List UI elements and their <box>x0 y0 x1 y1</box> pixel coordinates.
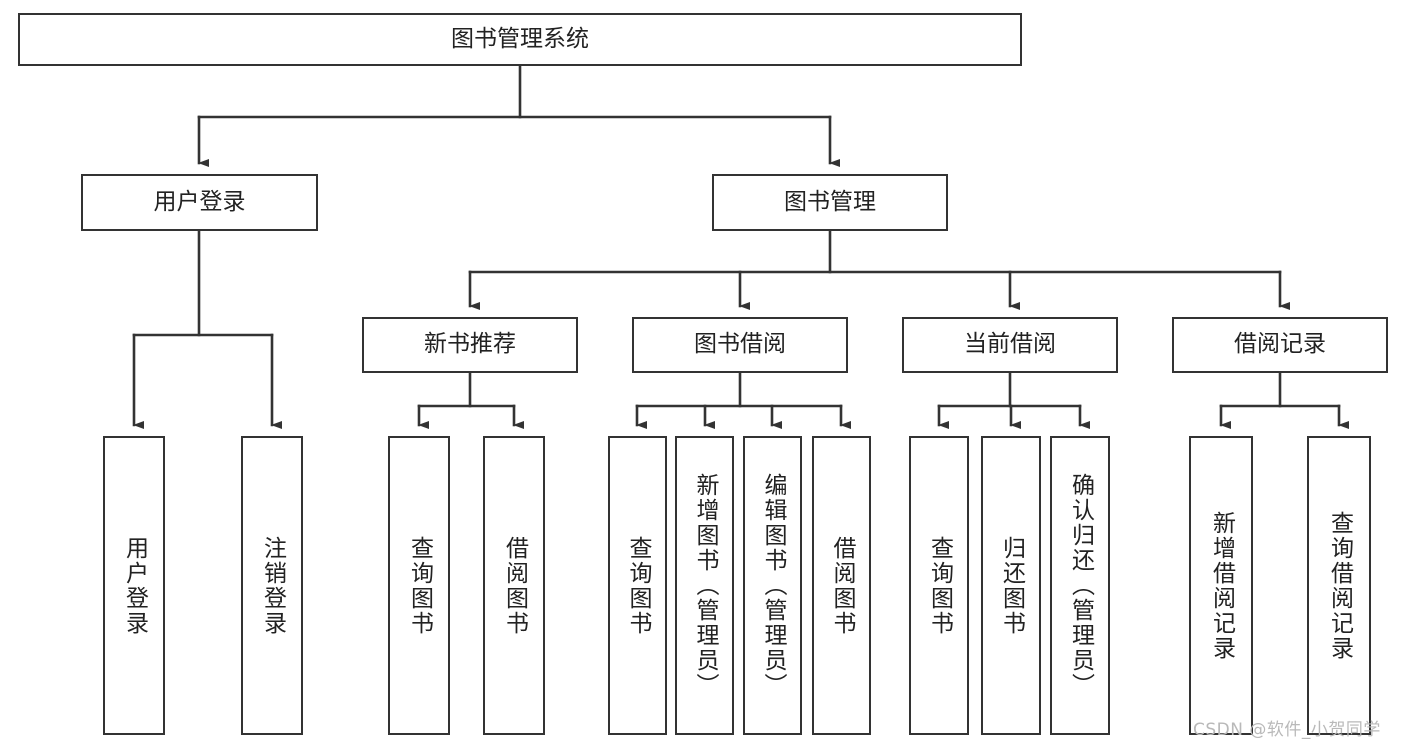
node-label-l2_1: 图书管理 <box>784 188 876 215</box>
node-label-leaf_2: 查询图书 <box>406 535 433 636</box>
node-label-leaf_0: 用户登录 <box>121 535 148 636</box>
node-label-leaf_12: 查询借阅记录 <box>1326 510 1353 661</box>
node-leaf_5[interactable]: 新增图书（管理员） <box>675 436 734 735</box>
node-label-leaf_7: 借阅图书 <box>829 535 855 636</box>
node-l3_0[interactable]: 新书推荐 <box>362 317 578 373</box>
node-leaf_9[interactable]: 归还图书 <box>981 436 1041 735</box>
node-label-root: 图书管理系统 <box>451 25 589 52</box>
node-leaf_7[interactable]: 借阅图书 <box>812 436 871 735</box>
node-leaf_0[interactable]: 用户登录 <box>103 436 165 735</box>
node-label-leaf_6: 编辑图书（管理员） <box>760 473 786 698</box>
node-l2_1[interactable]: 图书管理 <box>712 174 948 231</box>
node-leaf_1[interactable]: 注销登录 <box>241 436 303 735</box>
node-label-leaf_9: 归还图书 <box>998 535 1025 636</box>
node-label-leaf_5: 新增图书（管理员） <box>692 473 718 698</box>
node-leaf_3[interactable]: 借阅图书 <box>483 436 545 735</box>
node-label-l3_2: 当前借阅 <box>964 331 1056 358</box>
node-l3_3[interactable]: 借阅记录 <box>1172 317 1388 373</box>
node-l2_0[interactable]: 用户登录 <box>81 174 318 231</box>
node-label-leaf_10: 确认归还（管理员） <box>1067 473 1094 698</box>
node-label-leaf_8: 查询图书 <box>926 535 953 636</box>
node-label-l3_1: 图书借阅 <box>694 331 786 358</box>
node-leaf_12[interactable]: 查询借阅记录 <box>1307 436 1371 735</box>
node-label-l3_0: 新书推荐 <box>424 331 516 358</box>
node-leaf_8[interactable]: 查询图书 <box>909 436 969 735</box>
node-leaf_2[interactable]: 查询图书 <box>388 436 450 735</box>
node-label-leaf_4: 查询图书 <box>625 535 651 636</box>
connector-lines <box>132 64 1349 429</box>
node-label-leaf_1: 注销登录 <box>259 535 286 636</box>
node-leaf_11[interactable]: 新增借阅记录 <box>1189 436 1253 735</box>
node-l3_1[interactable]: 图书借阅 <box>632 317 848 373</box>
node-leaf_6[interactable]: 编辑图书（管理员） <box>743 436 802 735</box>
node-leaf_4[interactable]: 查询图书 <box>608 436 667 735</box>
node-label-l2_0: 用户登录 <box>153 188 246 215</box>
node-root[interactable]: 图书管理系统 <box>18 13 1022 66</box>
node-label-leaf_3: 借阅图书 <box>501 535 528 636</box>
node-l3_2[interactable]: 当前借阅 <box>902 317 1118 373</box>
node-leaf_10[interactable]: 确认归还（管理员） <box>1050 436 1110 735</box>
node-label-leaf_11: 新增借阅记录 <box>1208 510 1235 661</box>
node-label-l3_3: 借阅记录 <box>1234 331 1326 358</box>
csdn-watermark: CSDN @软件_小贺同学 <box>1193 720 1381 740</box>
